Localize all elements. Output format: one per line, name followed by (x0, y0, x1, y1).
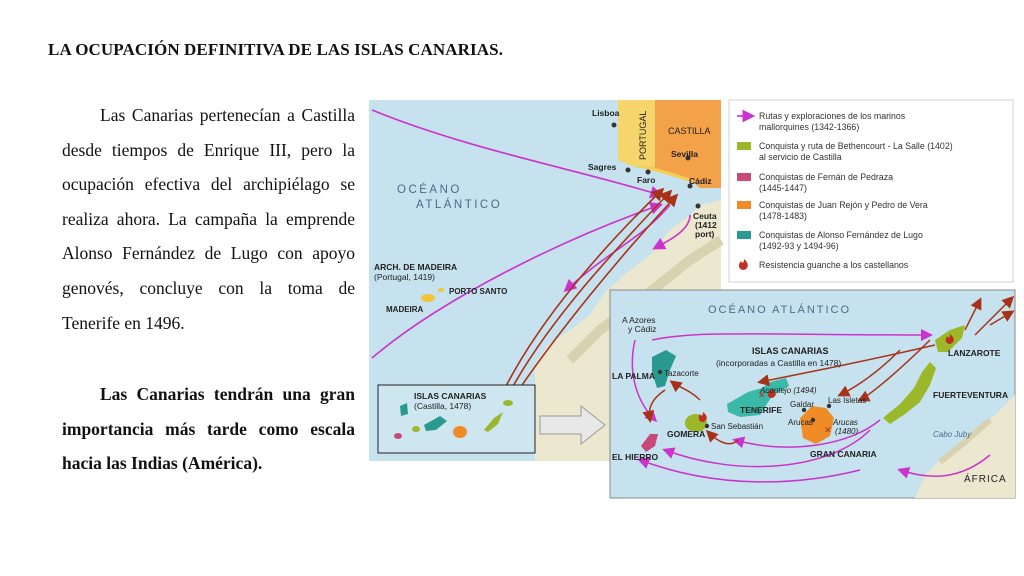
label-cabo-juby: Cabo Juby (933, 430, 972, 439)
label-castilla: CASTILLA (668, 126, 711, 136)
canarias-small-islands (394, 400, 513, 439)
svg-text:✕: ✕ (758, 390, 766, 400)
legend: Rutas y exploraciones de los marinos mal… (728, 99, 1014, 283)
label-islas-canarias: ISLAS CANARIAS (414, 391, 487, 401)
madeira-islands (421, 288, 444, 302)
label-oceano: OCÉANO (397, 183, 462, 196)
label-porto-santo: PORTO SANTO (449, 287, 507, 296)
label-ceuta-note-1: (1412 (695, 220, 717, 230)
label-san-sebastian: San Sebastián (711, 422, 763, 431)
label-tenerife: TENERIFE (740, 405, 782, 415)
label-el-hierro: EL HIERRO (612, 452, 659, 462)
svg-text:Rutas y exploraciones de los m: Rutas y exploraciones de los marinos (759, 111, 906, 121)
el-hierro-island (641, 434, 658, 452)
label-arucas: Arucas (788, 418, 813, 427)
svg-text:Resistencia guanche a los cast: Resistencia guanche a los castellanos (759, 260, 909, 270)
label-arucas-battle-year: (1480) (835, 427, 858, 436)
inset-label-oceano: OCÉANO ATLÁNTICO (708, 303, 851, 316)
label-sevilla: Sevilla (671, 149, 698, 159)
body-paragraph-1: Las Canarias pertenecían a Castilla desd… (62, 105, 355, 333)
label-arucas-battle: Arucas (832, 418, 858, 427)
label-las-isletas: Las Isletas (828, 396, 866, 405)
label-cadiz: Cádiz (689, 176, 712, 186)
label-fuerteventura: FUERTEVENTURA (933, 390, 1008, 400)
gran-canaria-island (800, 406, 834, 444)
svg-text:Conquistas de Fernán de Pedraz: Conquistas de Fernán de Pedraza (759, 172, 893, 182)
label-atlantico: ATLÁNTICO (416, 198, 502, 211)
label-madeira-note: (Portugal, 1419) (374, 272, 435, 282)
label-gomera: GOMERA (667, 429, 705, 439)
label-canarias-note: (Castilla, 1478) (414, 401, 471, 411)
legend-item-bethencourt: Conquista y ruta de Bethencourt - La Sal… (737, 141, 953, 162)
label-la-palma: LA PALMA (612, 371, 655, 381)
svg-text:(1445-1447): (1445-1447) (759, 183, 807, 193)
label-ceuta: Ceuta (693, 211, 717, 221)
label-tazacorte: Tazacorte (664, 369, 699, 378)
label-madeira-arch: ARCH. DE MADEIRA (374, 262, 457, 272)
svg-text:(1492-93 y 1494-96): (1492-93 y 1494-96) (759, 241, 839, 251)
label-portugal: PORTUGAL (638, 111, 648, 160)
tenerife-island (727, 378, 789, 417)
inset-label-y-cadiz: y Cádiz (628, 324, 656, 334)
legend-item-pedraza: Conquistas de Fernán de Pedraza (1445-14… (737, 172, 893, 193)
label-africa: ÁFRICA (964, 472, 1007, 485)
canarias-focus-box (377, 384, 536, 454)
la-palma-island (652, 350, 676, 388)
legend-item-resistencia: Resistencia guanche a los castellanos (739, 259, 909, 270)
castilla-region (655, 100, 721, 188)
label-gran-canaria: GRAN CANARIA (810, 449, 877, 459)
svg-text:al servicio de Castilla: al servicio de Castilla (759, 152, 842, 162)
svg-text:Conquista y ruta de Bethencour: Conquista y ruta de Bethencourt - La Sal… (759, 141, 953, 151)
legend-item-mallorquines: Rutas y exploraciones de los marinos mal… (737, 109, 906, 132)
legend-item-rejon-vera: Conquistas de Juan Rejón y Pedro de Vera… (737, 200, 928, 221)
inset-map: ✕ ✕ OCÉANO ATLÁNTICO A Azores y Cádiz IS… (609, 289, 1016, 499)
label-ceuta-note-2: port) (695, 229, 715, 239)
svg-text:(1478-1483): (1478-1483) (759, 211, 807, 221)
svg-text:mallorquines (1342-1366): mallorquines (1342-1366) (759, 122, 859, 132)
label-faro: Faro (637, 175, 655, 185)
label-galdar: Galdar (790, 400, 814, 409)
inset-title: ISLAS CANARIAS (752, 346, 829, 356)
page-title: LA OCUPACIÓN DEFINITIVA DE LAS ISLAS CAN… (48, 40, 504, 59)
legend-item-fernandez-lugo: Conquistas de Alonso Fernández de Lugo (… (737, 230, 923, 251)
fuerteventura-island (883, 362, 936, 424)
fire-icon (739, 259, 748, 270)
label-madeira: MADEIRA (386, 305, 424, 314)
svg-text:✕: ✕ (824, 425, 832, 435)
label-sagres: Sagres (588, 162, 617, 172)
label-lisboa: Lisboa (592, 108, 620, 118)
zoom-arrow (539, 404, 606, 446)
body-paragraph-2: Las Canarias tendrán una gran importanci… (62, 384, 355, 474)
svg-text:Conquistas de Juan Rejón y Ped: Conquistas de Juan Rejón y Pedro de Vera (759, 200, 928, 210)
inset-label-a-azores: A Azores (622, 315, 656, 325)
svg-text:Conquistas de Alonso Fernández: Conquistas de Alonso Fernández de Lugo (759, 230, 923, 240)
portugal-region (618, 100, 655, 166)
label-lanzarote: LANZAROTE (948, 348, 1001, 358)
label-acentejo: Acentejo (1494) (759, 386, 817, 395)
inset-subtitle: (incorporadas a Castilla en 1478) (716, 358, 841, 368)
